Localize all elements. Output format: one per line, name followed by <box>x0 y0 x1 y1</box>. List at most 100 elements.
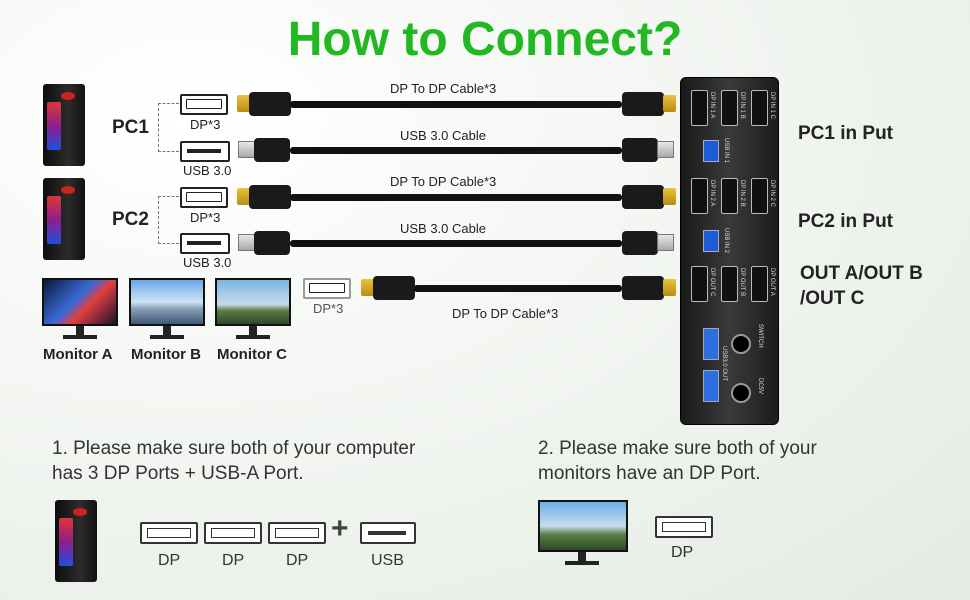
dc-power-text: DC5V <box>757 378 763 395</box>
step-1-dp-label-2: DP <box>222 552 245 569</box>
step-2-line-2: monitors have an DP Port. <box>538 463 761 484</box>
usb-plug-tip-left <box>238 234 255 251</box>
dp-in-1c-port <box>751 90 768 126</box>
dp-in-2a-port <box>691 178 708 214</box>
dc-power-jack <box>731 383 751 403</box>
usb-plug-left <box>254 138 290 162</box>
dp-in-2b-port <box>721 178 738 214</box>
dp-plug-left <box>249 185 291 209</box>
step-1-usb-label: USB <box>371 552 404 569</box>
pc2-dp-port-icon <box>180 187 228 208</box>
usb-plug-tip-left <box>238 141 255 158</box>
monitor-dp-label: DP*3 <box>313 301 344 316</box>
dp-out-a-port <box>751 266 768 302</box>
usb-in-2-port <box>703 230 719 252</box>
monitor-c-base <box>236 335 270 339</box>
dp-plug-right <box>622 276 664 300</box>
monitor-a-stand <box>76 326 84 336</box>
monitor-a-label: Monitor A <box>43 346 113 363</box>
step-1-line-2: has 3 DP Ports + USB-A Port. <box>52 463 304 484</box>
usb-plug-left <box>254 231 290 255</box>
dp-plug-tip-left <box>237 95 250 112</box>
pc2-usb-label: USB 3.0 <box>183 255 232 270</box>
dp-plug-tip-right <box>663 95 676 112</box>
pc1-input-label: PC1 in Put <box>798 123 894 144</box>
dp-plug-tip-left <box>361 279 374 296</box>
output-label-line2: /OUT C <box>800 288 865 309</box>
step-2-line-1: 2. Please make sure both of your <box>538 438 817 459</box>
usb-out-port-1 <box>703 328 719 360</box>
dp-plug-left <box>249 92 291 116</box>
usb-out-text: USB3.0 OUT <box>721 346 727 382</box>
kvm-switch-device: DP IN 1 A DP IN 1 B DP IN 1 C USB IN 1 D… <box>680 77 779 425</box>
monitor-b-image <box>129 278 205 326</box>
dp-plug-right <box>622 92 664 116</box>
switch-text: SWITCH <box>757 324 763 348</box>
usb-in-2-text: USB IN 2 <box>723 228 729 254</box>
pc1-label: PC1 <box>112 117 149 138</box>
step-1-dp-port-icon-3 <box>268 522 326 544</box>
dp-in-1b-text: DP IN 1 B <box>739 92 745 119</box>
step-1-usb-port-icon <box>360 522 416 544</box>
pc1-bracket <box>158 103 179 152</box>
usb-plug-right <box>622 138 658 162</box>
monitor-b-stand <box>163 326 171 336</box>
step-2-dp-port-icon <box>655 516 713 538</box>
dp-in-1c-text: DP IN 1 C <box>769 92 775 119</box>
usb-plug-right <box>622 231 658 255</box>
dp-plug-right <box>622 185 664 209</box>
pc2-input-label: PC2 in Put <box>798 211 894 232</box>
dp-in-2c-text: DP IN 2 C <box>769 180 775 207</box>
step-1-dp-port-icon-1 <box>140 522 198 544</box>
dp-out-c-text: DP OUT C <box>709 268 715 297</box>
usb-cable-1 <box>290 147 622 154</box>
dp-out-a-text: DP OUT A <box>769 268 775 296</box>
switch-button <box>731 334 751 354</box>
usb-in-1-port <box>703 140 719 162</box>
dp-cable-2 <box>290 194 622 201</box>
usb-cable-2 <box>290 240 622 247</box>
dp-out-b-port <box>721 266 738 302</box>
dp-cable-3 <box>414 285 622 292</box>
monitor-c-label: Monitor C <box>217 346 287 363</box>
step-1-pc-image <box>55 500 97 582</box>
pc1-tower-image <box>43 84 85 166</box>
dp-plug-tip-right <box>663 279 676 296</box>
usb-in-1-text: USB IN 1 <box>723 138 729 164</box>
dp-cable-2-label: DP To DP Cable*3 <box>390 174 497 189</box>
dp-in-2b-text: DP IN 2 B <box>739 180 745 207</box>
monitor-b-label: Monitor B <box>131 346 201 363</box>
step-2-monitor-stand <box>578 552 586 562</box>
step-2-monitor-image <box>538 500 628 552</box>
step-2-monitor-base <box>565 561 599 565</box>
page-title: How to Connect? <box>287 13 683 66</box>
dp-in-1a-port <box>691 90 708 126</box>
pc1-usb-port-icon <box>180 141 230 162</box>
usb-cable-1-label: USB 3.0 Cable <box>400 128 486 143</box>
dp-cable-1-label: DP To DP Cable*3 <box>390 81 497 96</box>
dp-plug-tip-right <box>663 188 676 205</box>
pc1-dp-label: DP*3 <box>190 117 221 132</box>
dp-in-1b-port <box>721 90 738 126</box>
monitor-dp-port-icon <box>303 278 351 299</box>
dp-plug-tip-left <box>237 188 250 205</box>
pc2-usb-port-icon <box>180 233 230 254</box>
pc2-tower-image <box>43 178 85 260</box>
monitor-c-stand <box>249 326 257 336</box>
dp-cable-3-label: DP To DP Cable*3 <box>452 306 559 321</box>
pc1-usb-label: USB 3.0 <box>183 163 232 178</box>
step-2-dp-label: DP <box>671 544 694 561</box>
step-1-dp-label-1: DP <box>158 552 181 569</box>
monitor-b-base <box>150 335 184 339</box>
dp-out-c-port <box>691 266 708 302</box>
monitor-a-image <box>42 278 118 326</box>
dp-in-2c-port <box>751 178 768 214</box>
step-1-dp-port-icon-2 <box>204 522 262 544</box>
step-1-dp-label-3: DP <box>286 552 309 569</box>
step-1-line-1: 1. Please make sure both of your compute… <box>52 438 416 459</box>
dp-cable-1 <box>290 101 622 108</box>
monitor-c-image <box>215 278 291 326</box>
output-label-line1: OUT A/OUT B <box>800 263 923 284</box>
pc2-label: PC2 <box>112 209 149 230</box>
plus-icon: + <box>331 512 349 545</box>
